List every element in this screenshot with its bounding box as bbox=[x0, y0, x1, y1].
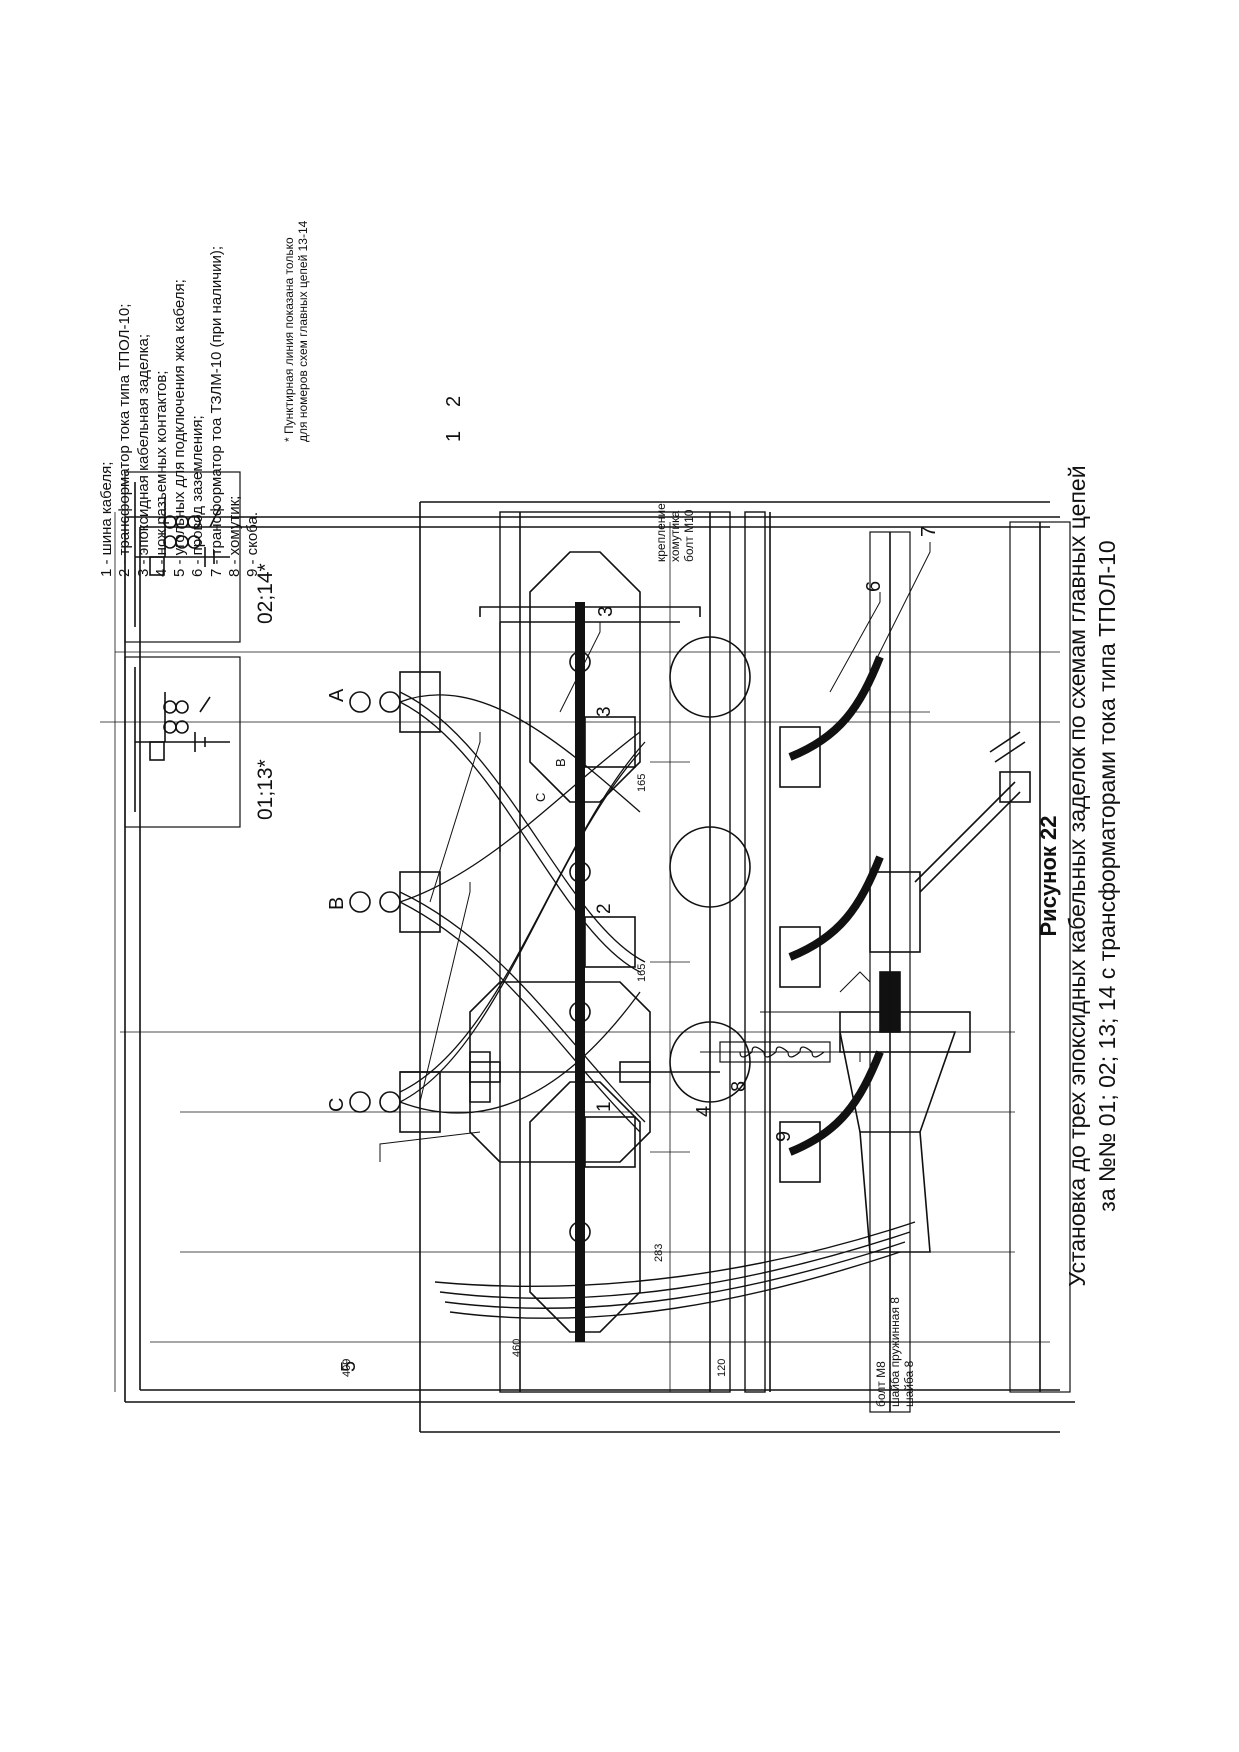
wire-letter-c: C bbox=[533, 793, 548, 802]
phase-label-b: B bbox=[326, 897, 348, 910]
scheme-label-right: 02;14* bbox=[254, 563, 277, 624]
bolt-note-line3: шайба 8 bbox=[902, 1360, 916, 1407]
mount-note-line3: болт М10 bbox=[682, 509, 696, 562]
cable-number-2: 2 bbox=[594, 903, 615, 914]
scheme-label-left: 01;13* bbox=[254, 759, 277, 820]
callout-6: 6 bbox=[863, 581, 885, 592]
bolt-note-line2: шайба пружинная 8 bbox=[888, 1297, 902, 1407]
callout-3: 3 bbox=[595, 606, 617, 617]
dim-283: 283 bbox=[653, 1244, 665, 1262]
dim-460: 460 bbox=[511, 1339, 523, 1357]
callout-4: 4 bbox=[693, 1106, 715, 1117]
phase-label-a: A bbox=[326, 688, 348, 702]
mount-note-line2: хомутика bbox=[668, 510, 682, 562]
front-view bbox=[349, 501, 1060, 1433]
mount-note-line1: крепление bbox=[654, 503, 668, 562]
phase-label-c: C bbox=[326, 1098, 348, 1112]
scheme-box-01-13 bbox=[124, 656, 241, 828]
callout-5: 5 bbox=[338, 1361, 360, 1372]
callout-9: 9 bbox=[773, 1131, 795, 1142]
dim-165-a: 165 bbox=[636, 774, 648, 792]
dim-120: 120 bbox=[716, 1359, 728, 1377]
callout-2: 2 bbox=[443, 396, 465, 407]
cable-number-3: 3 bbox=[594, 706, 615, 717]
scheme-box-02-14 bbox=[124, 471, 241, 643]
dim-409: 409 bbox=[341, 1359, 353, 1377]
cable-number-1: 1 bbox=[594, 1101, 615, 1112]
callout-7: 7 bbox=[918, 526, 940, 537]
wire-letter-a: A bbox=[573, 733, 588, 742]
callout-1: 1 bbox=[443, 431, 465, 442]
bolt-note-line1: болт М8 bbox=[874, 1361, 888, 1407]
wire-letter-b: B bbox=[553, 758, 568, 767]
side-view bbox=[100, 512, 1075, 1403]
callout-8: 8 bbox=[728, 1081, 750, 1092]
dim-165-b: 165 bbox=[636, 964, 648, 982]
